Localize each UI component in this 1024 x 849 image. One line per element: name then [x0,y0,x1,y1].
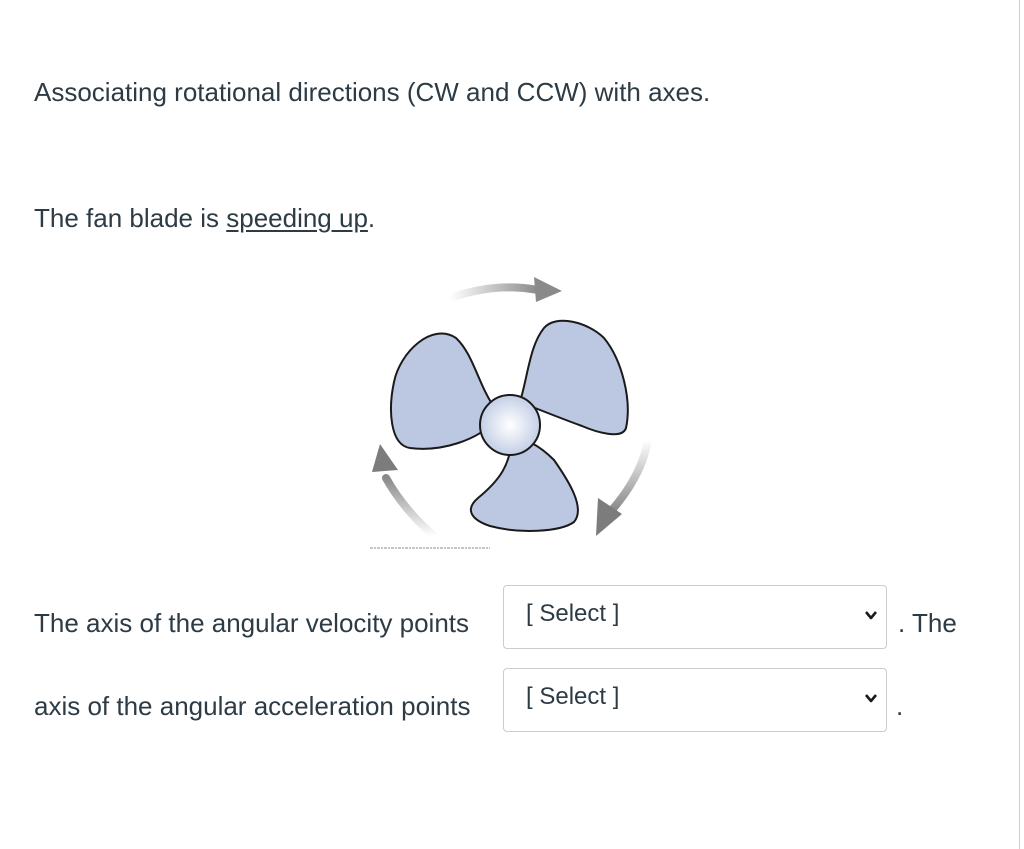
velocity-suffix: . The [898,608,957,638]
acceleration-suffix: . [896,691,904,721]
rotation-arrow-left [372,444,438,540]
velocity-prompt: The axis of the angular velocity points [34,608,470,638]
statement-prefix: The fan blade is [34,203,227,233]
question-statement: The fan blade is speeding up. [34,202,375,234]
statement-suffix: . [367,203,376,233]
chevron-down-icon [865,611,877,620]
angular-velocity-select[interactable]: [ Select ] [503,585,887,649]
rotation-arrow-right [596,436,652,536]
statement-emphasis: speeding up [226,203,368,233]
chevron-down-icon [865,694,877,703]
page-right-border [1019,0,1020,849]
fan-blades [390,319,629,532]
rotation-arrow-top [446,277,562,302]
fan-hub [479,394,541,456]
angular-acceleration-select[interactable]: [ Select ] [503,668,887,732]
angular-velocity-select-value: [ Select ] [526,600,620,627]
angular-acceleration-select-value: [ Select ] [526,683,620,710]
question-heading: Associating rotational directions (CW an… [34,77,711,107]
fan-blade-figure [370,277,652,549]
acceleration-prompt: axis of the angular acceleration points [34,691,471,721]
